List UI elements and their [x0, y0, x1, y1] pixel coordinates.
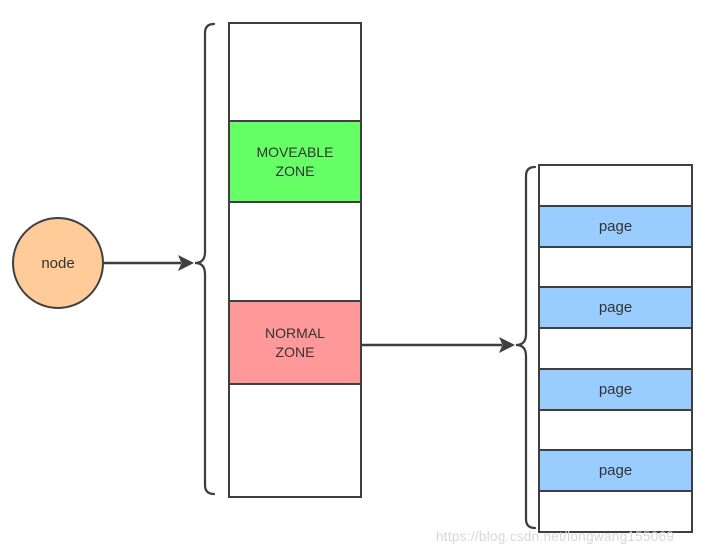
- arrowhead-icon: [178, 255, 194, 271]
- pages-column: page page page page: [538, 164, 693, 533]
- zone-moveable-label-line1: MOVEABLE: [256, 143, 334, 160]
- page-row-empty: [540, 329, 691, 370]
- zone-normal-label-line1: NORMAL: [265, 324, 325, 341]
- page-row-empty: [540, 411, 691, 452]
- memory-brace-icon: [194, 22, 216, 496]
- zone-empty: [230, 385, 360, 496]
- page-row: page: [540, 206, 691, 248]
- zone-empty: [230, 203, 360, 300]
- zone-normal-label-line2: ZONE: [275, 343, 315, 360]
- page-row: page: [540, 451, 691, 493]
- page-row-empty: [540, 248, 691, 289]
- page-label: page: [598, 217, 633, 235]
- normal-to-pages-arrow: [361, 337, 515, 353]
- page-label: page: [598, 380, 633, 398]
- page-row: page: [540, 288, 691, 330]
- pages-brace-icon: [515, 165, 537, 530]
- node-label: node: [41, 254, 75, 272]
- page-label: page: [598, 299, 633, 317]
- watermark: https://blog.csdn.net/longwang155069: [436, 529, 675, 544]
- node-circle: node: [12, 217, 104, 309]
- page-row-empty: [540, 166, 691, 207]
- node-to-memory-arrow: [104, 255, 194, 271]
- memory-column: MOVEABLE ZONE NORMAL ZONE: [228, 22, 362, 498]
- zone-moveable: MOVEABLE ZONE: [230, 120, 360, 203]
- zone-empty: [230, 24, 360, 120]
- page-row-empty: [540, 492, 691, 531]
- zone-normal: NORMAL ZONE: [230, 300, 360, 385]
- page-label: page: [598, 462, 633, 480]
- zone-moveable-label-line2: ZONE: [275, 162, 315, 179]
- page-row: page: [540, 369, 691, 411]
- arrowhead-icon: [499, 337, 515, 353]
